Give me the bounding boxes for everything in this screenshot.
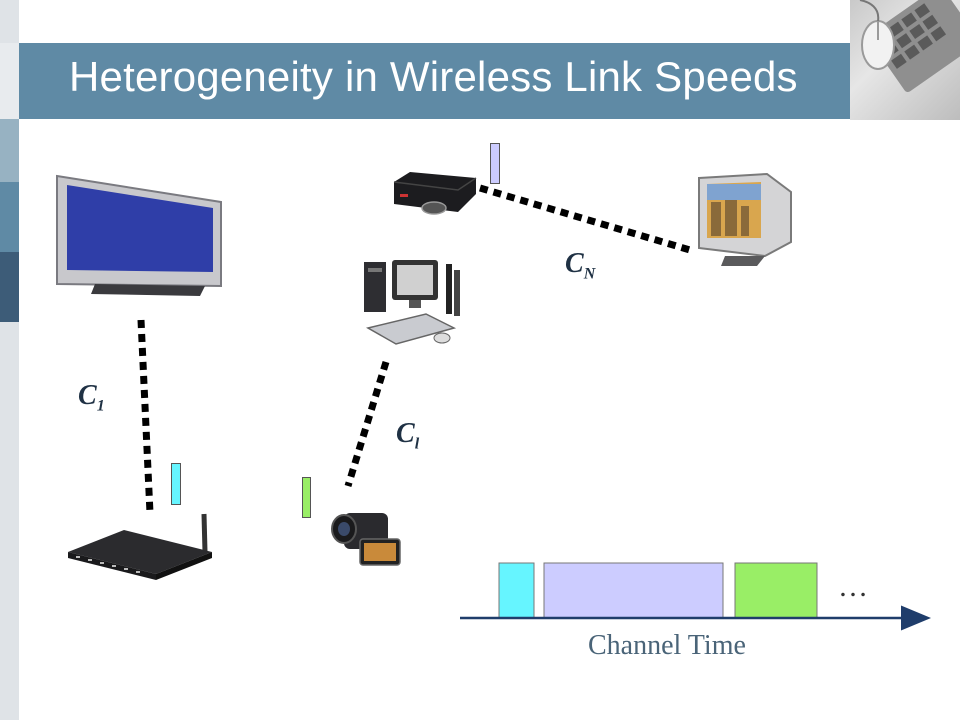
label-cn: CN	[565, 248, 595, 284]
link-c1	[137, 319, 154, 514]
projector-icon	[393, 172, 477, 215]
label-c1-base: C	[78, 380, 97, 411]
label-c1: C1	[78, 380, 105, 416]
label-cn-base: C	[565, 248, 584, 279]
channel-slot-cn	[543, 562, 724, 619]
title-bar: Heterogeneity in Wireless Link Speeds	[19, 43, 899, 119]
crt-monitor-icon	[698, 172, 792, 266]
accent-block-1	[0, 43, 19, 119]
label-c1-sub: 1	[96, 397, 105, 415]
channel-slot-c1	[498, 562, 535, 619]
channel-slot-cl	[734, 562, 818, 619]
link-cl	[344, 360, 390, 488]
label-cl-sub: l	[414, 435, 420, 453]
wireless-router-icon	[68, 513, 212, 580]
accent-block-2	[0, 119, 19, 182]
timeline-ellipsis: …	[838, 570, 872, 603]
label-cl: Cl	[396, 418, 419, 454]
rate-marker-c1	[171, 463, 181, 505]
camcorder-icon	[331, 513, 401, 566]
label-cn-sub: N	[583, 265, 596, 283]
link-cn	[479, 184, 691, 254]
accent-block-3	[0, 182, 19, 252]
keyboard-photo-icon	[859, 0, 960, 93]
accent-block-4	[0, 252, 19, 322]
channel-time-caption: Channel Time	[588, 630, 746, 661]
channel-time-axis	[460, 562, 931, 631]
rate-marker-cn	[490, 143, 500, 184]
rate-marker-cl	[302, 477, 311, 518]
desktop-computer-icon	[364, 260, 460, 345]
keyboard-mouse-photo	[850, 0, 960, 120]
page-title: Heterogeneity in Wireless Link Speeds	[69, 53, 798, 100]
label-cl-base: C	[396, 418, 415, 449]
flat-panel-tv-icon	[56, 174, 222, 296]
